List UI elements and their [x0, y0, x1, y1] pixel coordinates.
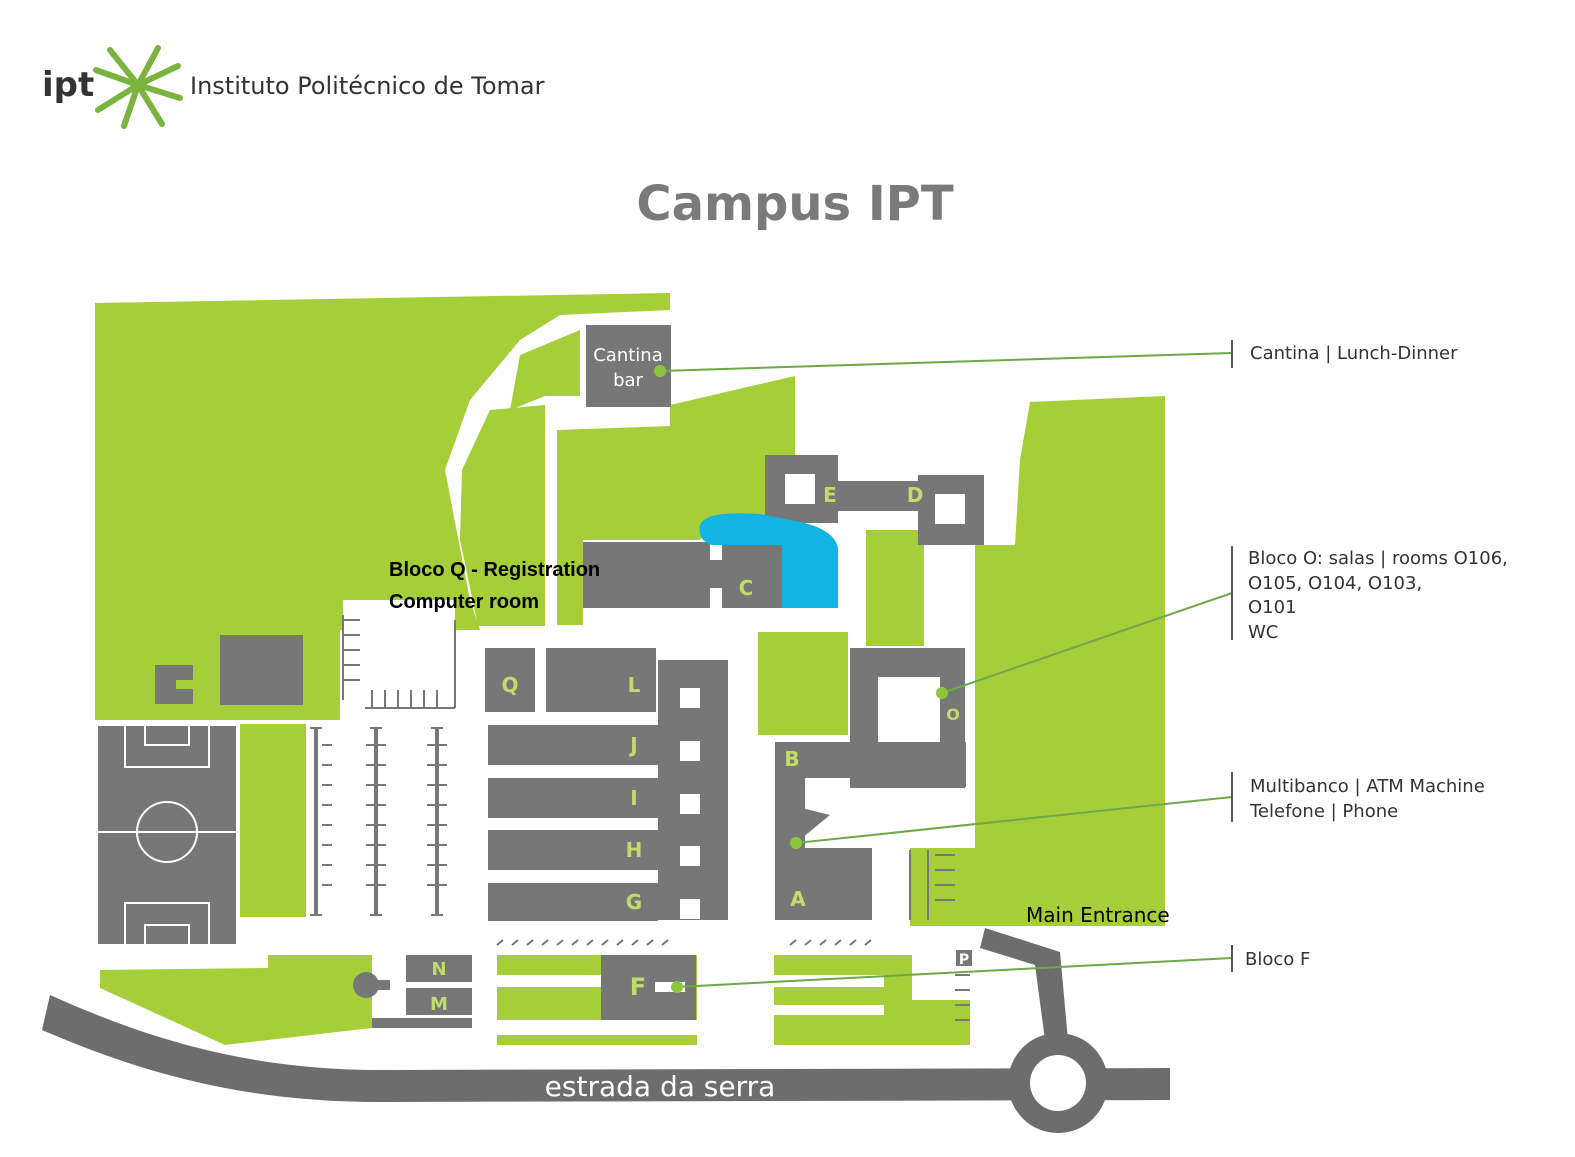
parking-lots	[310, 600, 970, 1021]
legend-bloco-f: Bloco F	[1245, 949, 1310, 970]
legend-bloco-o-line4: WC	[1248, 622, 1278, 643]
computer-room-label: Computer room	[389, 591, 539, 613]
block-label-i: I	[630, 786, 637, 810]
location-dot-icon	[790, 837, 802, 849]
block-label-g: G	[626, 890, 642, 914]
block-label-a: A	[790, 887, 806, 911]
block-letters: Q L J I H G C E D O B A N M F	[430, 483, 960, 1015]
block-label-l: L	[628, 673, 641, 697]
location-dot-icon	[671, 981, 683, 993]
block-label-n: N	[431, 959, 446, 980]
building-insets	[655, 474, 965, 992]
block-label-j: J	[628, 733, 637, 757]
location-dot-icon	[654, 365, 666, 377]
legend-multibanco-line1: Multibanco | ATM Machine	[1250, 776, 1485, 797]
block-label-h: H	[626, 838, 643, 862]
page-title: Campus IPT	[636, 176, 953, 232]
roundabout-center	[1030, 1055, 1086, 1111]
block-label-d: D	[907, 483, 924, 507]
cantina-label-line2: bar	[613, 370, 643, 391]
legend-multibanco-line2: Telefone | Phone	[1249, 801, 1398, 822]
logo-text: ipt	[42, 65, 94, 105]
legend: Cantina | Lunch-Dinner Bloco O: salas | …	[1245, 343, 1508, 970]
legend-bloco-o-line1: Bloco O: salas | rooms O106,	[1248, 548, 1508, 569]
block-label-o: O	[946, 705, 960, 724]
cantina-label-line1: Cantina	[593, 345, 663, 366]
cantina-building-label: Cantina bar	[593, 345, 663, 391]
institution-name: Instituto Politécnico de Tomar	[190, 72, 545, 100]
block-label-q: Q	[501, 673, 518, 697]
legend-bloco-o-line2: O105, O104, O103,	[1248, 573, 1422, 594]
road-label: estrada da serra	[545, 1070, 776, 1103]
legend-cantina: Cantina | Lunch-Dinner	[1250, 343, 1458, 364]
parking-icon	[956, 950, 972, 966]
bloco-q-registration-label: Bloco Q - Registration	[389, 559, 600, 581]
ipt-logo-icon	[93, 45, 183, 129]
location-dot-icons	[654, 365, 948, 993]
block-label-b: B	[784, 747, 799, 771]
block-label-m: M	[430, 994, 448, 1015]
parking-label: P	[959, 952, 969, 968]
block-label-c: C	[739, 576, 754, 600]
block-label-e: E	[823, 483, 837, 507]
block-label-f: F	[630, 973, 646, 1001]
buildings	[155, 325, 984, 1028]
main-entrance-label: Main Entrance	[1026, 903, 1170, 927]
callout-lines	[659, 352, 1233, 988]
building-blue	[699, 513, 838, 608]
location-dot-icon	[936, 687, 948, 699]
legend-bloco-o-line3: O101	[1248, 597, 1297, 618]
sports-field	[96, 724, 238, 946]
